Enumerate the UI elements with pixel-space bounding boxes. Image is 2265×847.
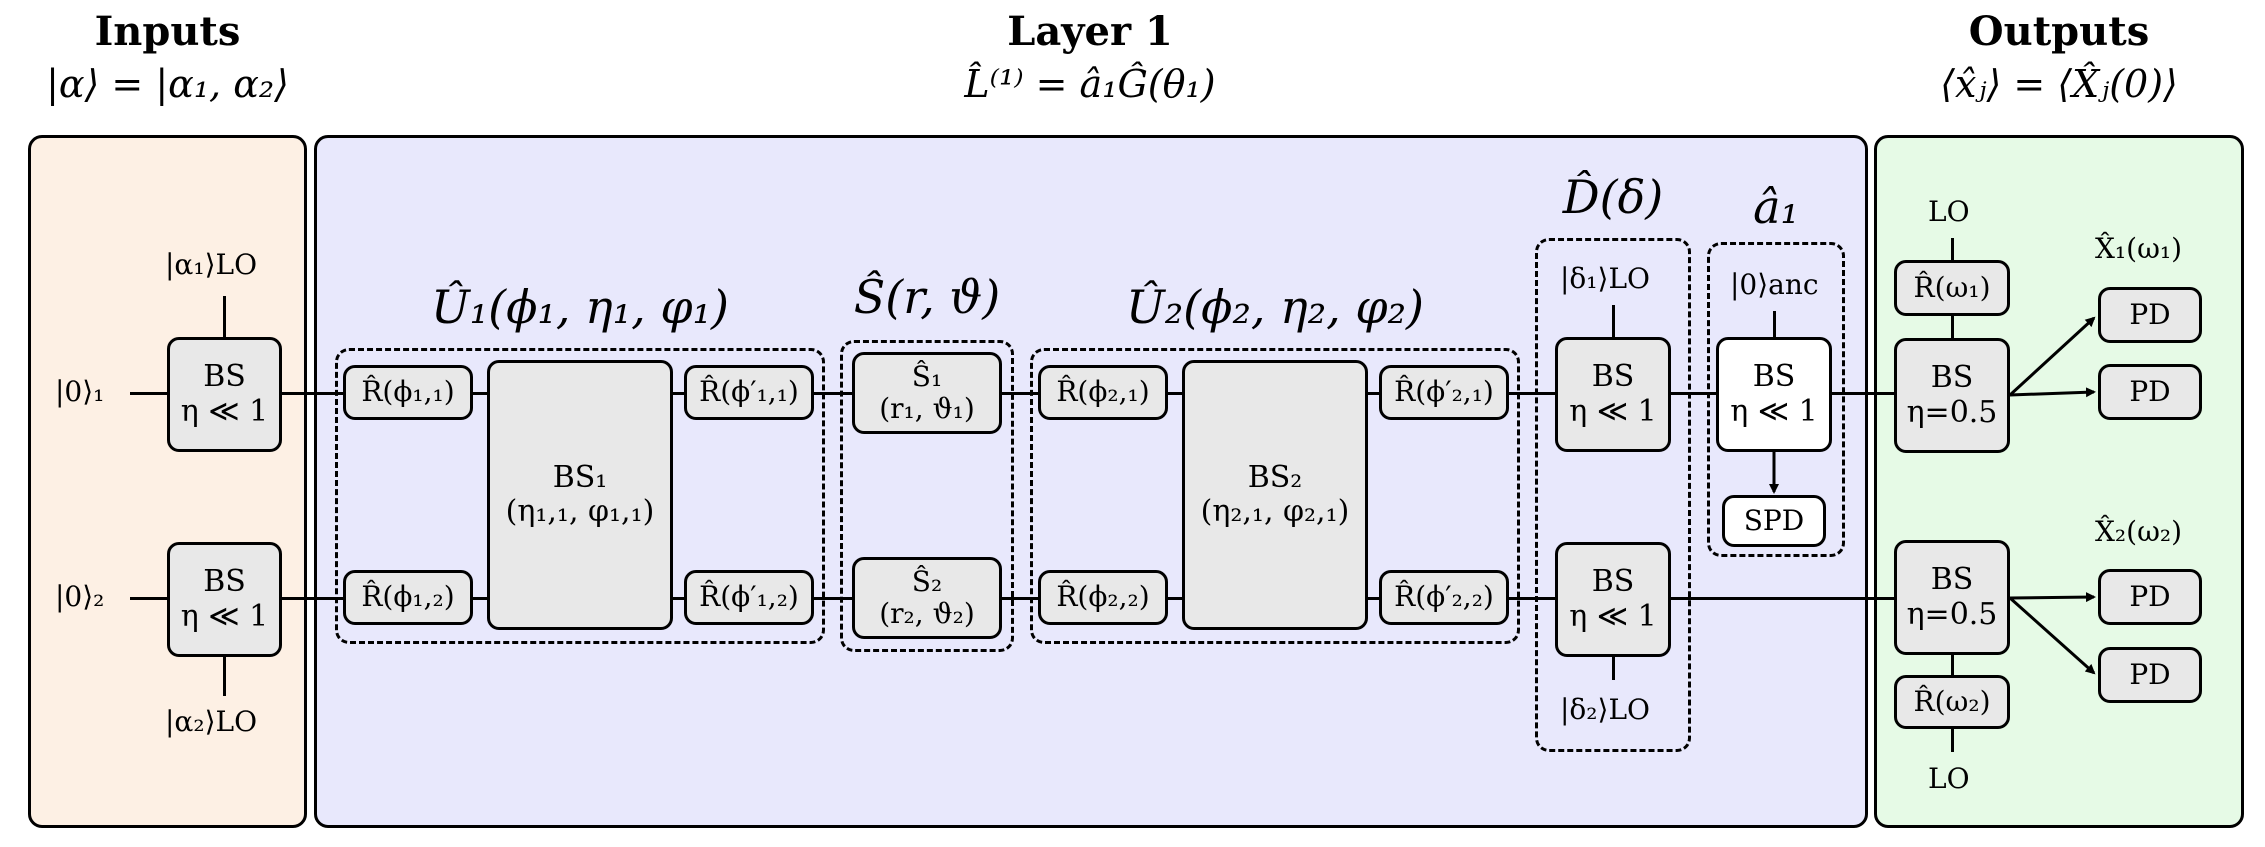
displacement-bs1: BS η ≪ 1	[1555, 337, 1671, 452]
delta1-label: |δ₁⟩LO	[1560, 262, 1650, 295]
label-u1: Û₁(ϕ₁, η₁, φ₁)	[430, 280, 730, 334]
subtraction-bs-line2: η ≪ 1	[1730, 393, 1818, 429]
output-rotation-w2: R̂(ω₂)	[1894, 675, 2010, 729]
u2-rotation-22: R̂(ϕ₂,₂)	[1038, 570, 1168, 625]
u1-beamsplitter: BS₁ (η₁,₁, φ₁,₁)	[487, 360, 673, 630]
input-mode2-label: |0⟩₂	[55, 580, 105, 613]
u2-rotation-21: R̂(ϕ₂,₁)	[1038, 365, 1168, 420]
u2-rotation-prime-21: R̂(ϕ′₂,₁)	[1379, 365, 1509, 420]
squeezer-2-line1: Ŝ₂	[911, 564, 943, 598]
squeezer-2: Ŝ₂ (r₂, ϑ₂)	[852, 557, 1002, 639]
lo1-label: |α₁⟩LO	[165, 248, 258, 281]
photodetector-2: PD	[2098, 364, 2202, 420]
u1-rotation-prime-11: R̂(ϕ′₁,₁)	[684, 365, 814, 420]
output-bs1-line1: BS	[1930, 360, 1974, 395]
wire-delta1	[1612, 305, 1615, 338]
output-bs2-line1: BS	[1930, 562, 1974, 597]
group-s	[840, 340, 1014, 652]
u1-bs-line2: (η₁,₁, φ₁,₁)	[505, 494, 655, 529]
arrow-to-pd1	[2008, 316, 2096, 397]
arrow-to-pd4	[2009, 596, 2096, 675]
group-d	[1535, 238, 1691, 752]
output-bs1: BS η=0.5	[1894, 338, 2010, 453]
lo2-label: |α₂⟩LO	[165, 705, 258, 738]
u1-bs-line1: BS₁	[552, 459, 608, 495]
displacement-bs2: BS η ≪ 1	[1555, 542, 1671, 657]
label-d: D̂(δ)	[1562, 170, 1664, 224]
subtraction-bs: BS η ≪ 1	[1716, 337, 1832, 452]
squeezer-1: Ŝ₁ (r₁, ϑ₁)	[852, 352, 1002, 434]
displacement-bs1-line2: η ≪ 1	[1569, 393, 1657, 429]
lo-bottom-label: LO	[1928, 762, 1970, 795]
quadrature-x1-label: X̂₁(ω₁)	[2095, 232, 2183, 265]
u1-rotation-prime-12: R̂(ϕ′₁,₂)	[684, 570, 814, 625]
outputs-subtitle: ⟨x̂ⱼ⟩ = ⟨X̂ⱼ(0)⟩	[1940, 62, 2178, 106]
input-bs1: BS η ≪ 1	[167, 337, 282, 452]
inputs-panel	[28, 135, 307, 828]
input-bs2-line1: BS	[203, 564, 246, 599]
wire-lo1	[223, 296, 226, 338]
wire-lo-bottom	[1951, 728, 1954, 752]
squeezer-1-line2: (r₁, ϑ₁)	[879, 392, 975, 425]
output-bs1-line2: η=0.5	[1906, 394, 1998, 430]
layer-subtitle: L̂⁽¹⁾ = â₁Ĝ(θ₁)	[964, 62, 1216, 106]
displacement-bs2-line2: η ≪ 1	[1569, 598, 1657, 634]
photodetector-4: PD	[2098, 647, 2202, 703]
wire-lo2	[223, 656, 226, 696]
squeezer-2-line2: (r₂, ϑ₂)	[879, 597, 975, 630]
inputs-subtitle: |α⟩ = |α₁, α₂⟩	[46, 62, 289, 106]
input-bs2: BS η ≪ 1	[167, 542, 282, 657]
output-bs2-line2: η=0.5	[1906, 596, 1998, 632]
outputs-title: Outputs	[1968, 8, 2150, 55]
ancilla-label: |0⟩anc	[1730, 268, 1819, 301]
layer-title: Layer 1	[1007, 8, 1173, 55]
wire-anc	[1773, 311, 1776, 338]
wire-mode2-input	[130, 597, 168, 600]
input-bs1-line2: η ≪ 1	[180, 393, 269, 429]
wire-mode1-input	[130, 392, 168, 395]
wire-rw1-bs	[1951, 316, 1954, 338]
displacement-bs2-line1: BS	[1591, 564, 1635, 599]
quadrature-x2-label: X̂₂(ω₂)	[2095, 515, 2183, 548]
input-mode1-label: |0⟩₁	[55, 375, 105, 408]
wire-delta2	[1612, 655, 1615, 680]
subtraction-bs-line1: BS	[1752, 359, 1796, 394]
u2-beamsplitter: BS₂ (η₂,₁, φ₂,₁)	[1182, 360, 1368, 630]
input-bs2-line2: η ≪ 1	[180, 598, 269, 634]
u2-bs-line1: BS₂	[1247, 459, 1303, 495]
arrow-to-pd2	[2009, 387, 2096, 398]
input-bs1-line1: BS	[203, 359, 246, 394]
group-u1	[335, 348, 825, 644]
wire-bs-rw2	[1951, 653, 1954, 675]
u1-rotation-11: R̂(ϕ₁,₁)	[343, 365, 473, 420]
arrow-to-pd3	[2009, 592, 2096, 603]
squeezer-1-line1: Ŝ₁	[911, 359, 943, 393]
spd-detector: SPD	[1722, 495, 1826, 547]
output-bs2: BS η=0.5	[1894, 540, 2010, 655]
photodetector-1: PD	[2098, 287, 2202, 343]
output-rotation-w1: R̂(ω₁)	[1894, 260, 2010, 316]
delta2-label: |δ₂⟩LO	[1560, 693, 1650, 726]
u2-rotation-prime-22: R̂(ϕ′₂,₂)	[1379, 570, 1509, 625]
displacement-bs1-line1: BS	[1591, 359, 1635, 394]
group-u2	[1030, 348, 1520, 644]
inputs-title: Inputs	[94, 8, 241, 55]
group-a1	[1707, 242, 1845, 557]
u1-rotation-12: R̂(ϕ₁,₂)	[343, 570, 473, 625]
u2-bs-line2: (η₂,₁, φ₂,₁)	[1200, 494, 1350, 529]
photodetector-3: PD	[2098, 569, 2202, 625]
wire-lo-top	[1951, 238, 1954, 260]
lo-top-label: LO	[1928, 195, 1970, 228]
label-u2: Û₂(ϕ₂, η₂, φ₂)	[1125, 280, 1425, 334]
label-a1: â₁	[1753, 180, 1799, 234]
label-s: Ŝ(r, ϑ)	[853, 270, 1001, 324]
